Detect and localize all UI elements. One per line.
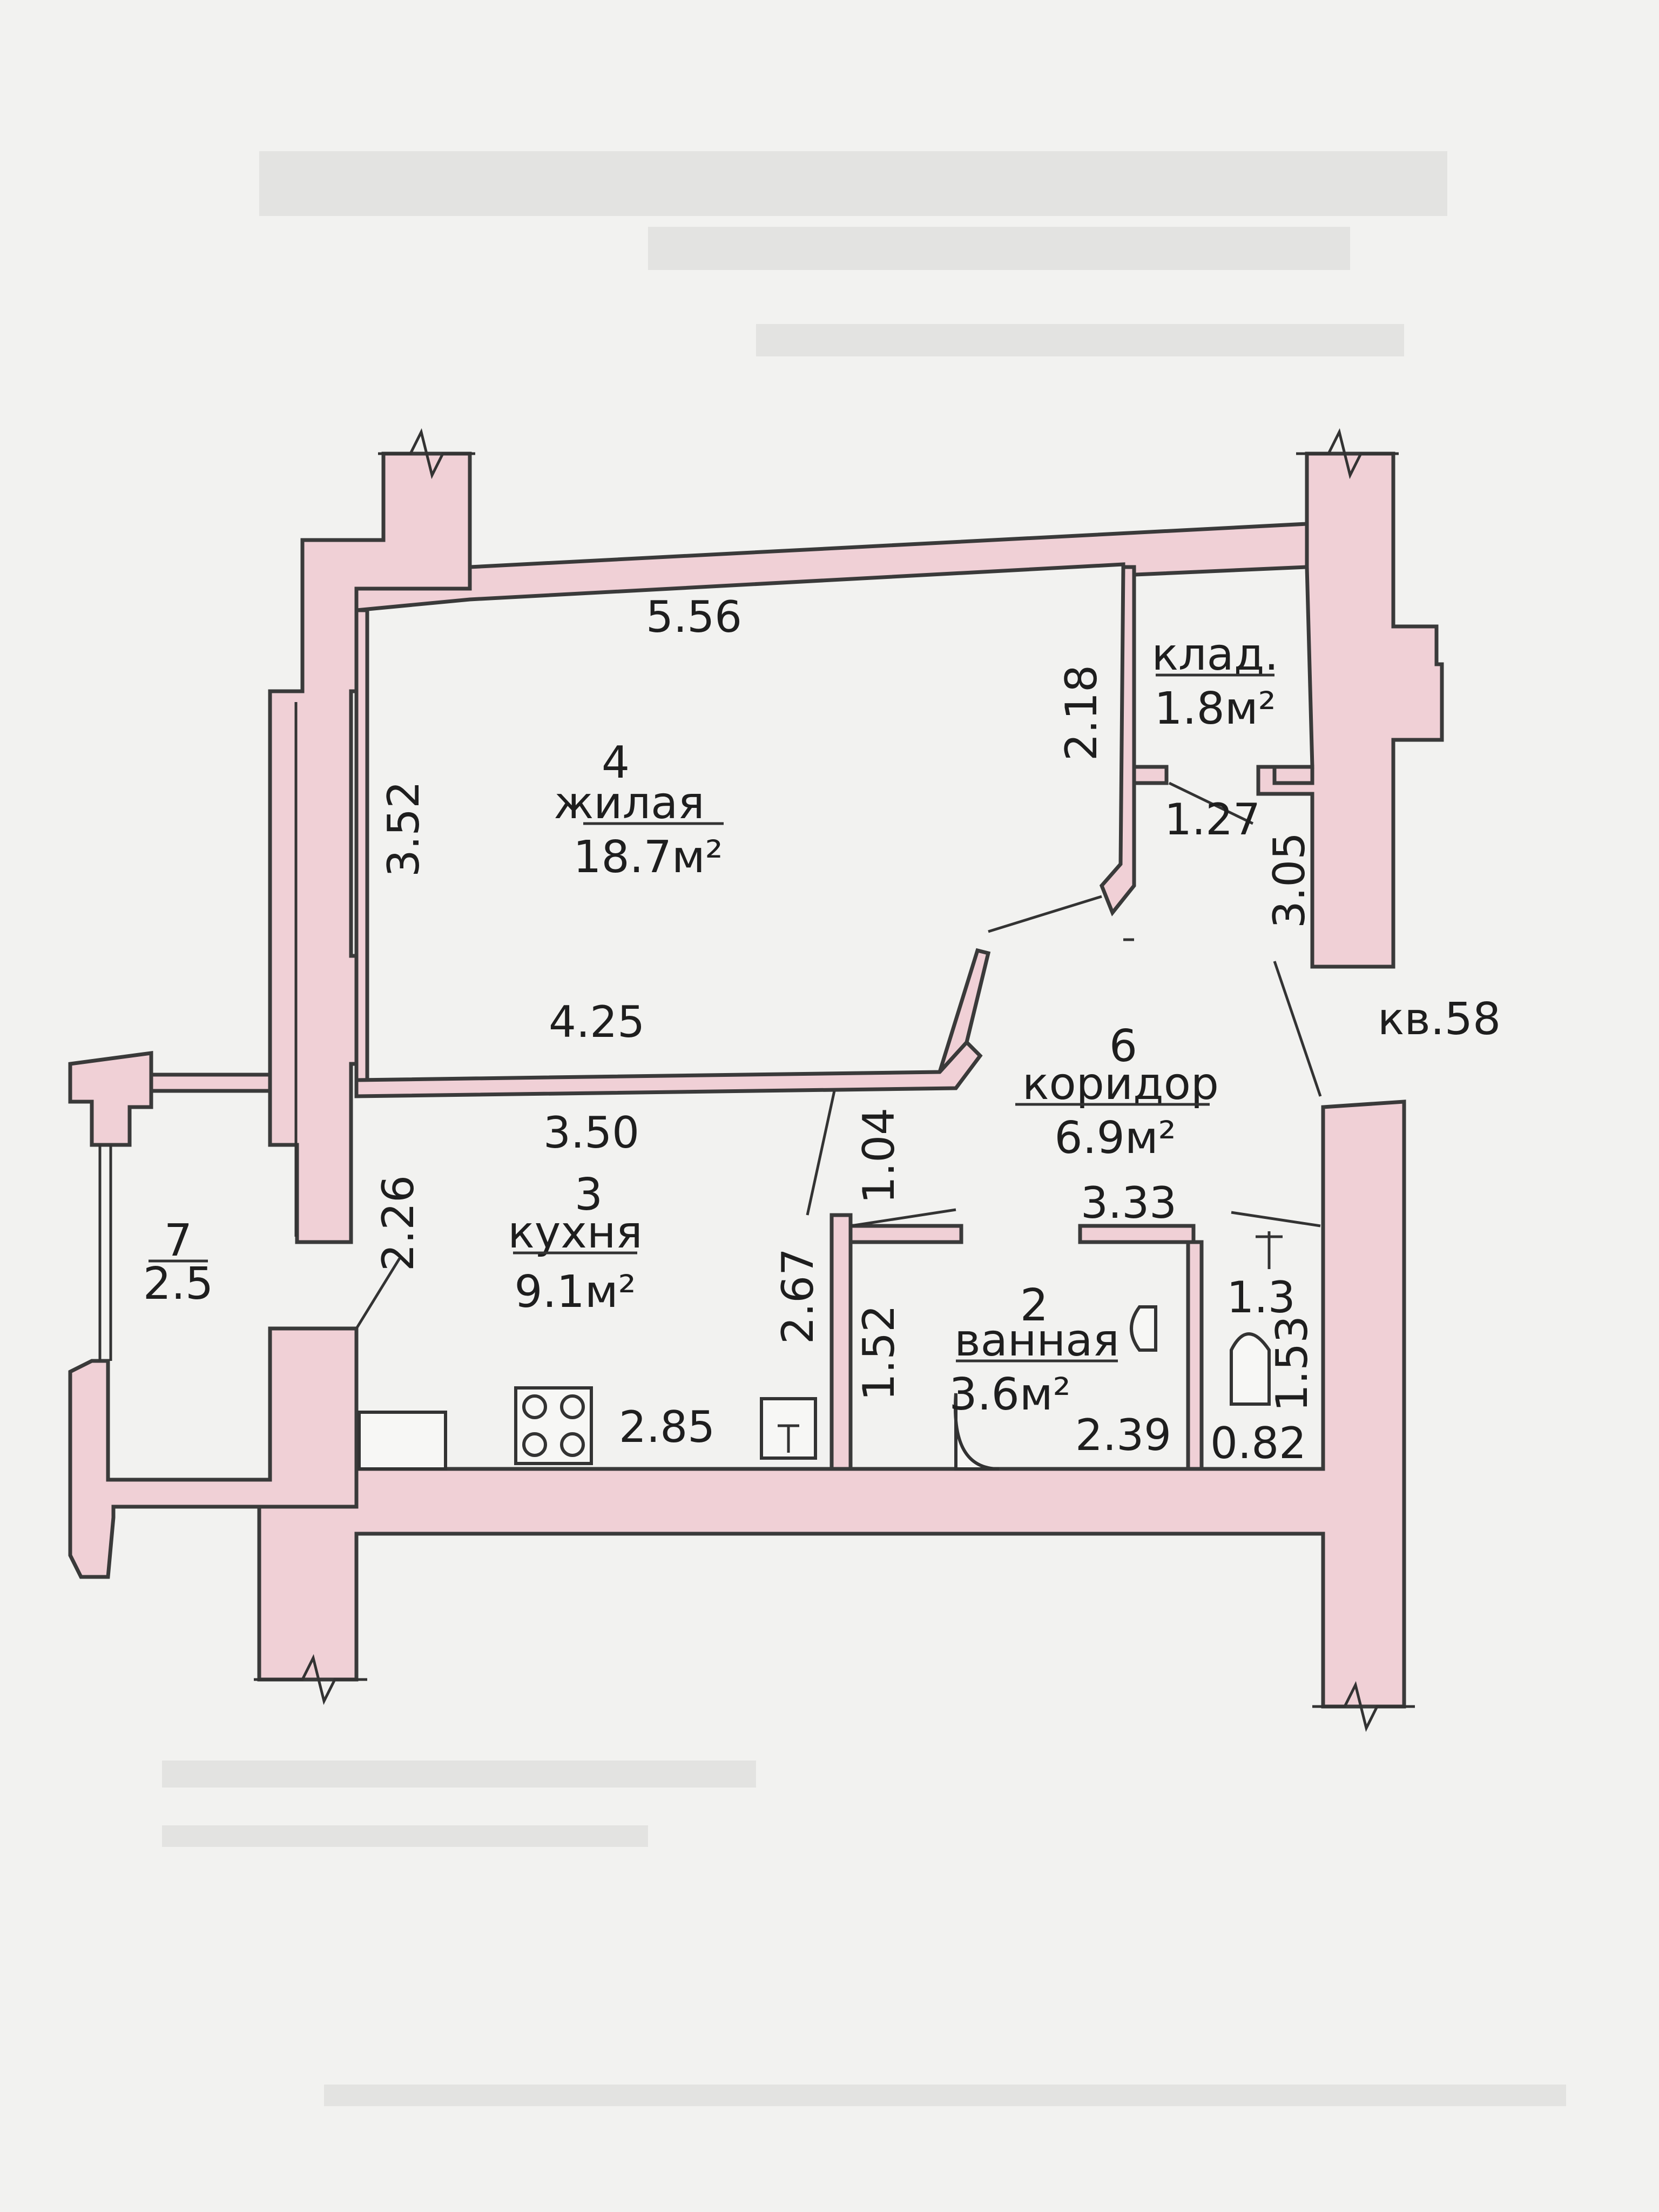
bathtub-icon xyxy=(954,1393,1000,1471)
wall-wc-divider xyxy=(1186,1240,1204,1471)
wall-storage-ledge-right xyxy=(1272,765,1314,785)
living-room-name: жилая xyxy=(554,778,704,829)
wall-bath-top-right xyxy=(1078,1224,1196,1244)
walls xyxy=(68,451,1444,1709)
storage-area: 1.8м² xyxy=(1154,683,1276,734)
storage-name: клад. xyxy=(1152,629,1279,680)
wall-living-left xyxy=(354,608,369,1082)
burner-icon xyxy=(522,1394,547,1419)
wall-bath-left xyxy=(830,1213,853,1471)
wall-bath-top-left xyxy=(848,1224,963,1244)
corridor-number: 6 xyxy=(1109,1021,1137,1072)
kitchen-number: 3 xyxy=(575,1169,603,1220)
counter-icon xyxy=(358,1411,447,1471)
corridor-name: коридор xyxy=(1022,1058,1219,1110)
dim-bath-width: 2.39 xyxy=(1075,1410,1171,1460)
burner-icon xyxy=(560,1394,585,1419)
room-labels: 4 жилая 18.7м² клад. 1.8м² 6 коридор 6.9… xyxy=(143,629,1501,1420)
dim-corridor-right: 3.05 xyxy=(1264,832,1314,928)
dim-wc-height: 1.53 xyxy=(1267,1316,1317,1412)
neighbor-apartment-label: кв.58 xyxy=(1378,994,1501,1045)
wall-diagonal xyxy=(938,948,991,1074)
living-room-area: 18.7м² xyxy=(573,832,723,883)
dim-kitchen-top: 3.50 xyxy=(543,1108,639,1158)
wall-partition-living-kitchen xyxy=(354,1039,983,1098)
kitchen-name: кухня xyxy=(508,1207,643,1258)
dim-kitchen-right: 2.67 xyxy=(773,1248,823,1344)
dim-passage: 1.04 xyxy=(854,1108,904,1204)
wall-bottom xyxy=(257,1100,1406,1709)
dim-bath-top: 3.33 xyxy=(1081,1178,1177,1228)
dim-living-top: 5.56 xyxy=(646,592,742,642)
washbasin-icon xyxy=(1130,1305,1157,1352)
dim-kitchen-door: 2.26 xyxy=(373,1175,423,1271)
dim-storage-height: 2.18 xyxy=(1056,665,1107,761)
wall-top xyxy=(354,522,1309,612)
dim-storage-width: 1.27 xyxy=(1164,794,1260,845)
break-marks xyxy=(254,428,1415,1732)
balcony-area: 2.5 xyxy=(143,1258,213,1310)
bath-number: 2 xyxy=(1020,1280,1048,1331)
dim-living-bottom: 4.25 xyxy=(549,997,645,1047)
balcony-number: 7 xyxy=(164,1215,192,1266)
bath-name: ванная xyxy=(954,1315,1119,1366)
wall-storage-corner xyxy=(1099,565,1136,916)
toilet-icon xyxy=(1230,1332,1271,1406)
balcony-rails xyxy=(98,702,298,1361)
dim-wc-width: 1.3 xyxy=(1226,1272,1295,1323)
burner-icon xyxy=(522,1432,547,1457)
doors xyxy=(355,781,1322,1330)
wall-balcony-top xyxy=(68,1051,153,1147)
dim-wc-depth: 0.82 xyxy=(1210,1418,1306,1468)
wall-balcony-left xyxy=(68,1326,359,1579)
corridor-area: 6.9м² xyxy=(1054,1112,1176,1164)
living-room-number: 4 xyxy=(602,737,630,788)
background-bleed xyxy=(162,151,1566,2106)
bath-area: 3.6м² xyxy=(949,1369,1070,1420)
dim-kitchen-bottom: 2.85 xyxy=(619,1402,715,1452)
fixtures xyxy=(358,1231,1283,1471)
kitchen-area: 9.1м² xyxy=(514,1266,636,1318)
wall-balcony-rail-top xyxy=(149,1073,272,1093)
dim-bath-wall: 1.52 xyxy=(854,1305,904,1401)
wall-storage-ledge xyxy=(1132,765,1169,785)
dim-living-left: 3.52 xyxy=(379,781,429,877)
dimension-labels: 5.56 3.52 4.25 2.18 1.27 3.05 3.50 2.26 … xyxy=(373,592,1317,1468)
wall-left-upper xyxy=(268,451,472,1244)
burner-icon xyxy=(560,1432,585,1457)
